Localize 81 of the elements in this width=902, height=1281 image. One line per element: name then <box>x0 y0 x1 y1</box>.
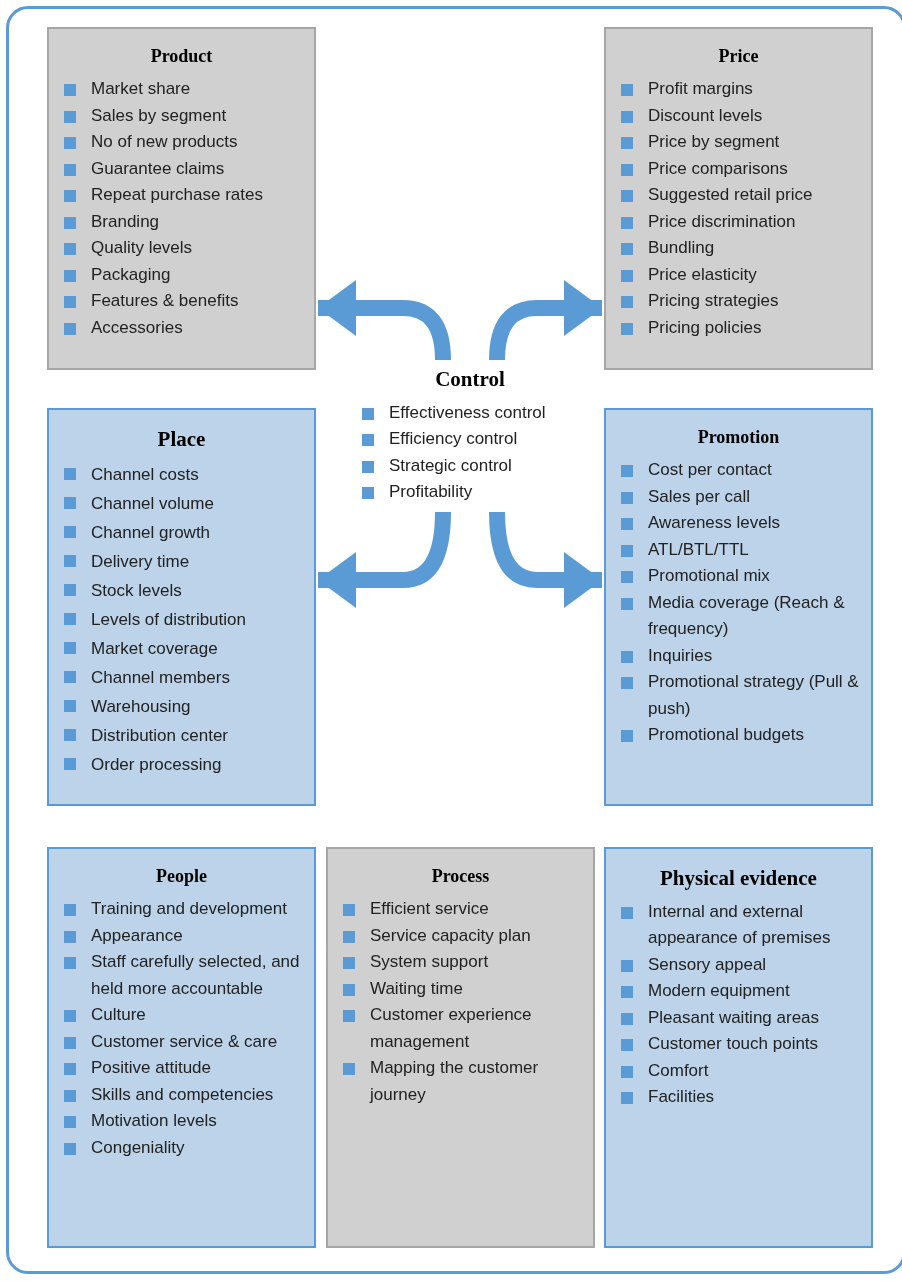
category-box <box>47 27 316 370</box>
bullet-text: Price comparisons <box>648 157 788 180</box>
bullet-text: Cost per contact <box>648 459 772 481</box>
category-box <box>47 847 316 1248</box>
bullet-text: Modern equipment <box>648 980 790 1002</box>
bullet-text: Internal and external appearance of premises <box>648 900 832 949</box>
bullet-text: Delivery time <box>91 550 190 573</box>
box-heading: People <box>155 865 208 888</box>
bullet-text: Bundling <box>648 237 715 259</box>
category-box <box>604 847 873 1248</box>
bullet-text: Promotional strategy (Pull & push) <box>648 671 860 720</box>
bullet-text: Motivation levels <box>91 1110 217 1132</box>
bullet-text: Facilities <box>648 1086 715 1108</box>
bullet-text: Suggested retail price <box>648 184 813 206</box>
bullet-text: Stock levels <box>91 579 182 602</box>
bullet-text: Discount levels <box>648 104 763 127</box>
bullet-text: Sensory appeal <box>648 953 767 976</box>
bullet-text: Customer service & care <box>91 1030 278 1053</box>
category-box <box>326 847 595 1248</box>
bullet-text: Market share <box>91 78 191 100</box>
bullet-text: Warehousing <box>91 695 191 718</box>
box-heading: Product <box>149 45 214 68</box>
bullet-text: Promotional budgets <box>648 724 804 746</box>
bullet-text: Accessories <box>91 316 183 339</box>
box-heading: Promotion <box>696 426 781 449</box>
box-heading: Place <box>156 426 207 453</box>
bullet-text: Price by segment <box>648 131 780 153</box>
bullet-text: Staff carefully selected, and held more accountable <box>91 951 301 1000</box>
bullet-text: Inquiries <box>648 644 713 667</box>
bullet-text: ATL/BTL/TTL <box>648 538 749 561</box>
bullet-text: Branding <box>91 210 160 233</box>
bullet-text: Training and development <box>91 898 287 920</box>
bullet-text: Packaging <box>91 263 171 286</box>
category-box <box>47 408 316 806</box>
bullet-text: Culture <box>91 1004 146 1026</box>
category-box <box>604 408 873 806</box>
bullet-text: Customer touch points <box>648 1033 819 1055</box>
bullet-text: Congeniality <box>91 1136 185 1159</box>
bullet-text: Market coverage <box>91 637 218 660</box>
bullet-text: Quality levels <box>91 237 193 259</box>
bullet-text: Mapping the customer journey <box>370 1057 540 1106</box>
bullet-text: System support <box>370 951 489 973</box>
bullet-text: Comfort <box>648 1059 709 1082</box>
bullet-text: Positive attitude <box>91 1057 211 1079</box>
box-heading: Price <box>717 45 760 68</box>
bullet-text: Pricing policies <box>648 316 762 339</box>
bullet-text: Distribution center <box>91 724 228 747</box>
bullet-text: Media coverage (Reach & frequency) <box>648 591 846 640</box>
bullet-text: Efficiency control <box>389 428 518 450</box>
bullet-text: Guarantee claims <box>91 157 225 180</box>
box-heading: Process <box>430 865 491 888</box>
bullet-text: Price elasticity <box>648 263 757 286</box>
bullet-text: Sales by segment <box>91 104 227 127</box>
bullet-text: Channel volume <box>91 492 214 515</box>
bullet-text: Pleasant waiting areas <box>648 1006 820 1029</box>
bullet-text: Features & benefits <box>91 290 239 312</box>
bullet-text: Channel members <box>91 666 230 689</box>
bullet-text: Pricing strategies <box>648 290 779 312</box>
bullet-text: Price discrimination <box>648 210 796 233</box>
bullet-text: Channel costs <box>91 463 199 486</box>
bullet-text: Repeat purchase rates <box>91 184 263 206</box>
bullet-text: Profit margins <box>648 78 753 100</box>
bullet-text: Effectiveness control <box>389 401 546 424</box>
bullet-text: Levels of distribution <box>91 608 246 631</box>
bullet-text: Customer experience management <box>370 1004 533 1053</box>
bullet-text: No of new products <box>91 131 238 153</box>
bullet-text: Waiting time <box>370 977 463 1000</box>
bullet-text: Promotional mix <box>648 565 770 587</box>
bullet-text: Appearance <box>91 924 183 947</box>
bullet-text: Sales per call <box>648 485 751 508</box>
box-heading: Physical evidence <box>659 865 818 892</box>
bullet-text: Profitability <box>389 481 473 503</box>
bullet-text: Skills and competencies <box>91 1083 274 1106</box>
category-box <box>604 27 873 370</box>
bullet-text: Strategic control <box>389 454 512 477</box>
bullet-text: Service capacity plan <box>370 924 531 947</box>
bullet-text: Efficient service <box>370 898 489 920</box>
box-heading: Control <box>434 366 506 393</box>
bullet-text: Channel growth <box>91 521 211 544</box>
bullet-text: Awareness levels <box>648 512 780 534</box>
bullet-text: Order processing <box>91 753 222 776</box>
